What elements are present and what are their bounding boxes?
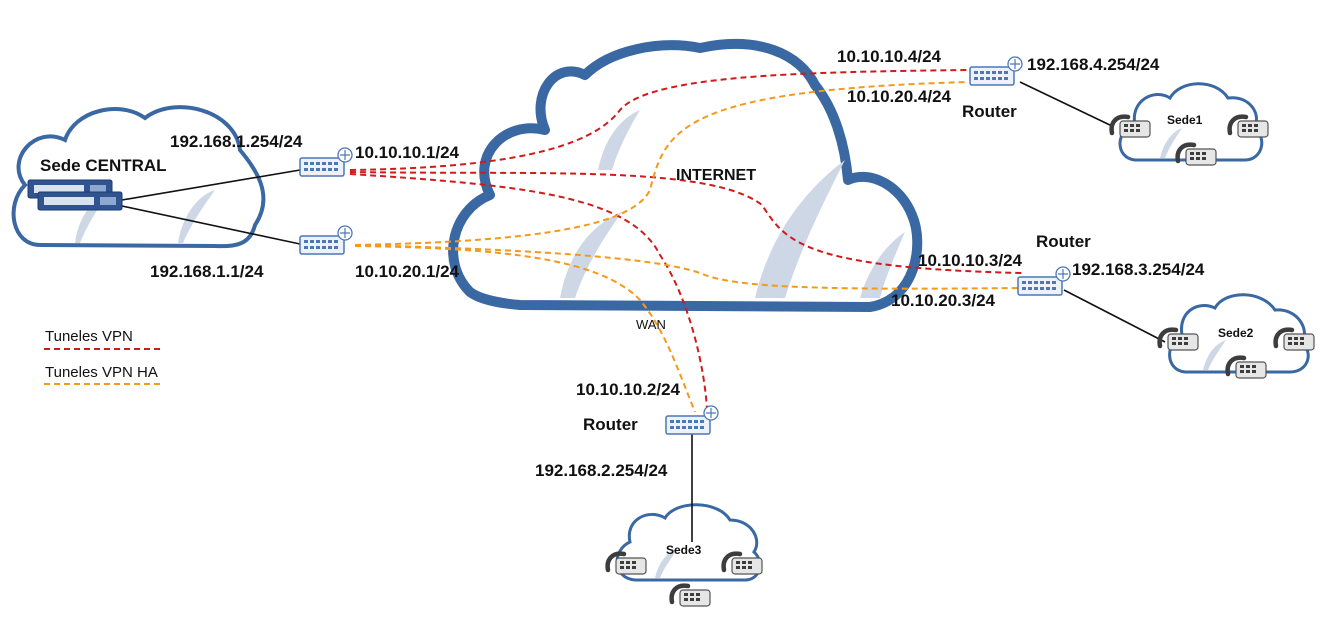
sede3-wan-ip: 10.10.10.2/24 xyxy=(576,380,680,399)
sede-central-cloud xyxy=(11,105,266,249)
sede2-label: Sede2 xyxy=(1218,326,1254,340)
legend-vpn-label: Tuneles VPN xyxy=(45,328,133,345)
sede2-wan-ip-1: 10.10.10.3/24 xyxy=(918,251,1022,270)
central-lan-ip-1: 192.168.1.254/24 xyxy=(170,132,303,151)
vpn-tunnels xyxy=(349,69,1023,411)
wan-label: WAN xyxy=(636,317,666,332)
legend-vpn-ha-label: Tuneles VPN HA xyxy=(45,364,158,381)
router-central-1[interactable] xyxy=(299,147,353,177)
vpn-ha-tunnels xyxy=(354,81,1021,413)
router-sede3-label: Router xyxy=(583,415,638,434)
internet-label: INTERNET xyxy=(676,167,756,184)
lan-links xyxy=(121,81,1166,542)
sede3-label: Sede3 xyxy=(666,543,702,557)
router-sede3[interactable] xyxy=(665,405,719,435)
sede1-lan-ip: 192.168.4.254/24 xyxy=(1027,55,1160,74)
router-sede2-label: Router xyxy=(1036,232,1091,251)
sede1-label: Sede1 xyxy=(1167,113,1203,127)
router-sede1[interactable] xyxy=(969,56,1023,86)
sede-central-label: Sede CENTRAL xyxy=(40,156,167,175)
internet-cloud xyxy=(448,39,923,312)
central-servers xyxy=(27,179,123,211)
central-wan-ip-2: 10.10.20.1/24 xyxy=(355,262,459,281)
router-sede1-label: Router xyxy=(962,102,1017,121)
central-wan-ip-1: 10.10.10.1/24 xyxy=(355,143,459,162)
router-central-2[interactable] xyxy=(299,225,353,255)
sede1-wan-ip-1: 10.10.10.4/24 xyxy=(837,47,941,66)
sede3-lan-ip: 192.168.2.254/24 xyxy=(535,461,668,480)
sede2-lan-ip: 192.168.3.254/24 xyxy=(1072,260,1205,279)
router-sede2[interactable] xyxy=(1017,266,1071,296)
sede2-wan-ip-2: 10.10.20.3/24 xyxy=(891,291,995,310)
sede1-wan-ip-2: 10.10.20.4/24 xyxy=(847,87,951,106)
central-lan-ip-2: 192.168.1.1/24 xyxy=(150,262,264,281)
